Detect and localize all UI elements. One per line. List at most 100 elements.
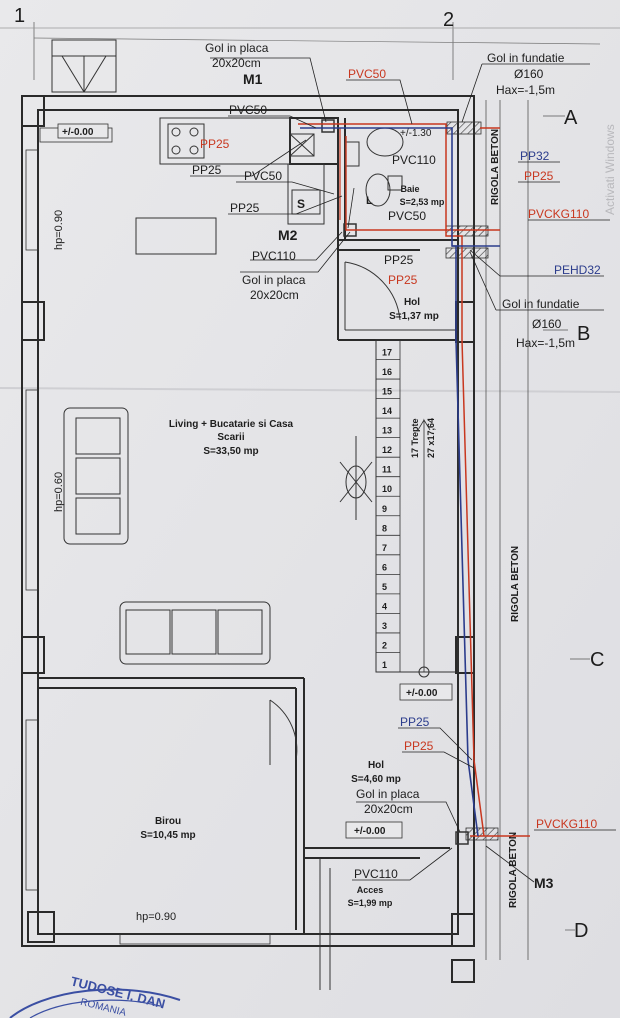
level-marks: +/-0.00 +/-0.00 +/-0.00 +/-1.30 — [57, 123, 453, 839]
hol2-name: Hol — [368, 760, 384, 771]
kitchen-counter — [135, 117, 325, 255]
label-gol-fund-2b: Ø160 — [532, 317, 562, 331]
label-gol-placa-2a: Gol in placa — [242, 273, 306, 287]
label-pvc110-b: PVC110 — [392, 153, 436, 167]
stair-label-1: 17 Trepte — [410, 418, 420, 458]
label-gol-fund-1a: Gol in fundatie — [487, 51, 565, 65]
stair-step-number: 13 — [382, 426, 392, 436]
label-gol-placa-3a: Gol in placa — [356, 787, 420, 801]
stair-step-number: 5 — [382, 582, 387, 592]
living-area: S=33,50 mp — [203, 446, 258, 457]
dining-table — [339, 436, 373, 520]
stair-step-number: 9 — [382, 504, 387, 514]
label-pehd32: PEHD32 — [554, 263, 601, 277]
stair-step-number: 7 — [382, 543, 387, 553]
pipe-labels: Gol in placa 20x20cm M1 PVC50 PVC50 PP25… — [192, 41, 601, 891]
label-pvc50-3: PVC50 — [244, 169, 282, 183]
label-gol-fund-2a: Gol in fundatie — [502, 297, 580, 311]
pipe-runs — [298, 123, 530, 837]
label-pp25-c: PP25 — [230, 201, 260, 215]
level-mark-1: +/-0.00 — [62, 127, 94, 138]
stair-step-number: 16 — [382, 367, 392, 377]
stair-step-number: 4 — [382, 601, 387, 611]
watermark: Activati Windows — [603, 124, 617, 215]
label-gol-fund-1b: Ø160 — [514, 67, 544, 81]
stair-step-number: 10 — [382, 484, 392, 494]
axis-label-d: D — [574, 920, 588, 942]
axis-label-b: B — [577, 323, 590, 345]
hp-left-top: hp=0.90 — [53, 210, 65, 250]
hol2-area: S=4,60 mp — [351, 774, 401, 785]
bay-window — [51, 39, 117, 93]
stair-step-number: 3 — [382, 621, 387, 631]
label-gol-placa-2b: 20x20cm — [250, 288, 299, 302]
stair-direction-arrow — [417, 418, 431, 672]
label-pp25-e: PP25 — [388, 273, 418, 287]
acces-name: Acces — [357, 885, 384, 895]
stair-step-number: 11 — [382, 465, 392, 475]
living-name-2: Scarii — [217, 432, 244, 443]
hp-left-mid: hp=0.60 — [53, 472, 65, 512]
label-gol-placa-3b: 20x20cm — [364, 802, 413, 816]
stair-step-number: 1 — [382, 660, 387, 670]
baie-area: S=2,53 mp — [400, 197, 445, 207]
label-pvc50-top: PVC50 — [348, 67, 386, 81]
axis-label-c: C — [590, 649, 604, 671]
axis-label-a: A — [564, 107, 578, 129]
room-labels: Living + Bucatarie si Casa Scarii S=33,5… — [140, 184, 445, 908]
label-pvc50-2: PVC50 — [229, 103, 267, 117]
label-pp25-h: PP25 — [404, 739, 434, 753]
label-pp25-f: PP25 — [524, 169, 554, 183]
label-pvc110-c: PVC110 — [354, 867, 398, 881]
label-pp25-b: PP25 — [192, 163, 222, 177]
stair-step-number: 2 — [382, 640, 387, 650]
label-m1: M1 — [243, 71, 263, 87]
label-gol-fund-2c: Hax=-1,5m — [516, 336, 575, 350]
stair-outline — [375, 339, 459, 673]
level-mark-baie: +/-1.30 — [400, 128, 432, 139]
acces-area: S=1,99 mp — [348, 898, 393, 908]
label-pvc110-a: PVC110 — [252, 249, 296, 263]
axis-label-1: 1 — [14, 5, 25, 27]
birou-name: Birou — [155, 816, 181, 827]
hol1-name: Hol — [404, 297, 420, 308]
label-gol-placa-1a: Gol in placa — [205, 41, 269, 55]
living-name-1: Living + Bucatarie si Casa — [169, 419, 294, 430]
rigola: RIGOLA BETON RIGOLA BETON RIGOLA BETON — [490, 129, 521, 908]
stair-step-number: 6 — [382, 562, 387, 572]
label-pp32: PP32 — [520, 149, 550, 163]
stair-step-number: 12 — [382, 445, 392, 455]
stair-step-number: 15 — [382, 387, 392, 397]
stair-label-2: 27 x17,64 — [426, 418, 436, 458]
level-mark-3: +/-0.00 — [354, 826, 386, 837]
label-pvc50-4: PVC50 — [388, 209, 426, 223]
stair-step-number: 17 — [382, 348, 392, 358]
stair-start-circle — [418, 666, 430, 678]
label-pp25-a: PP25 — [200, 137, 230, 151]
sofa-vertical — [63, 407, 129, 545]
paper-fold — [0, 387, 620, 393]
label-gol-placa-1b: 20x20cm — [212, 56, 261, 70]
hp-bottom: hp=0.90 — [136, 911, 176, 923]
sofa-horizontal — [119, 601, 271, 665]
rigola-label-3: RIGOLA BETON — [508, 832, 519, 908]
label-pp25-d: PP25 — [384, 253, 414, 267]
label-sink-s: S — [297, 197, 305, 211]
stair-step-number: 8 — [382, 523, 387, 533]
label-m3: M3 — [534, 875, 554, 891]
axis-lines — [0, 22, 620, 931]
level-mark-2: +/-0.00 — [406, 688, 438, 699]
hol1-area: S=1,37 mp — [389, 311, 439, 322]
label-pvckg110-b: PVCKG110 — [536, 817, 597, 831]
label-m2: M2 — [278, 227, 298, 243]
birou-door — [269, 699, 298, 765]
label-pp25-g: PP25 — [400, 715, 430, 729]
rigola-label-2: RIGOLA BETON — [510, 546, 521, 622]
label-pvckg110-a: PVCKG110 — [528, 207, 589, 221]
stair-step-number: 14 — [382, 406, 392, 416]
axis-label-2: 2 — [443, 9, 454, 31]
leader-lines — [190, 57, 616, 883]
birou-area: S=10,45 mp — [140, 830, 195, 841]
